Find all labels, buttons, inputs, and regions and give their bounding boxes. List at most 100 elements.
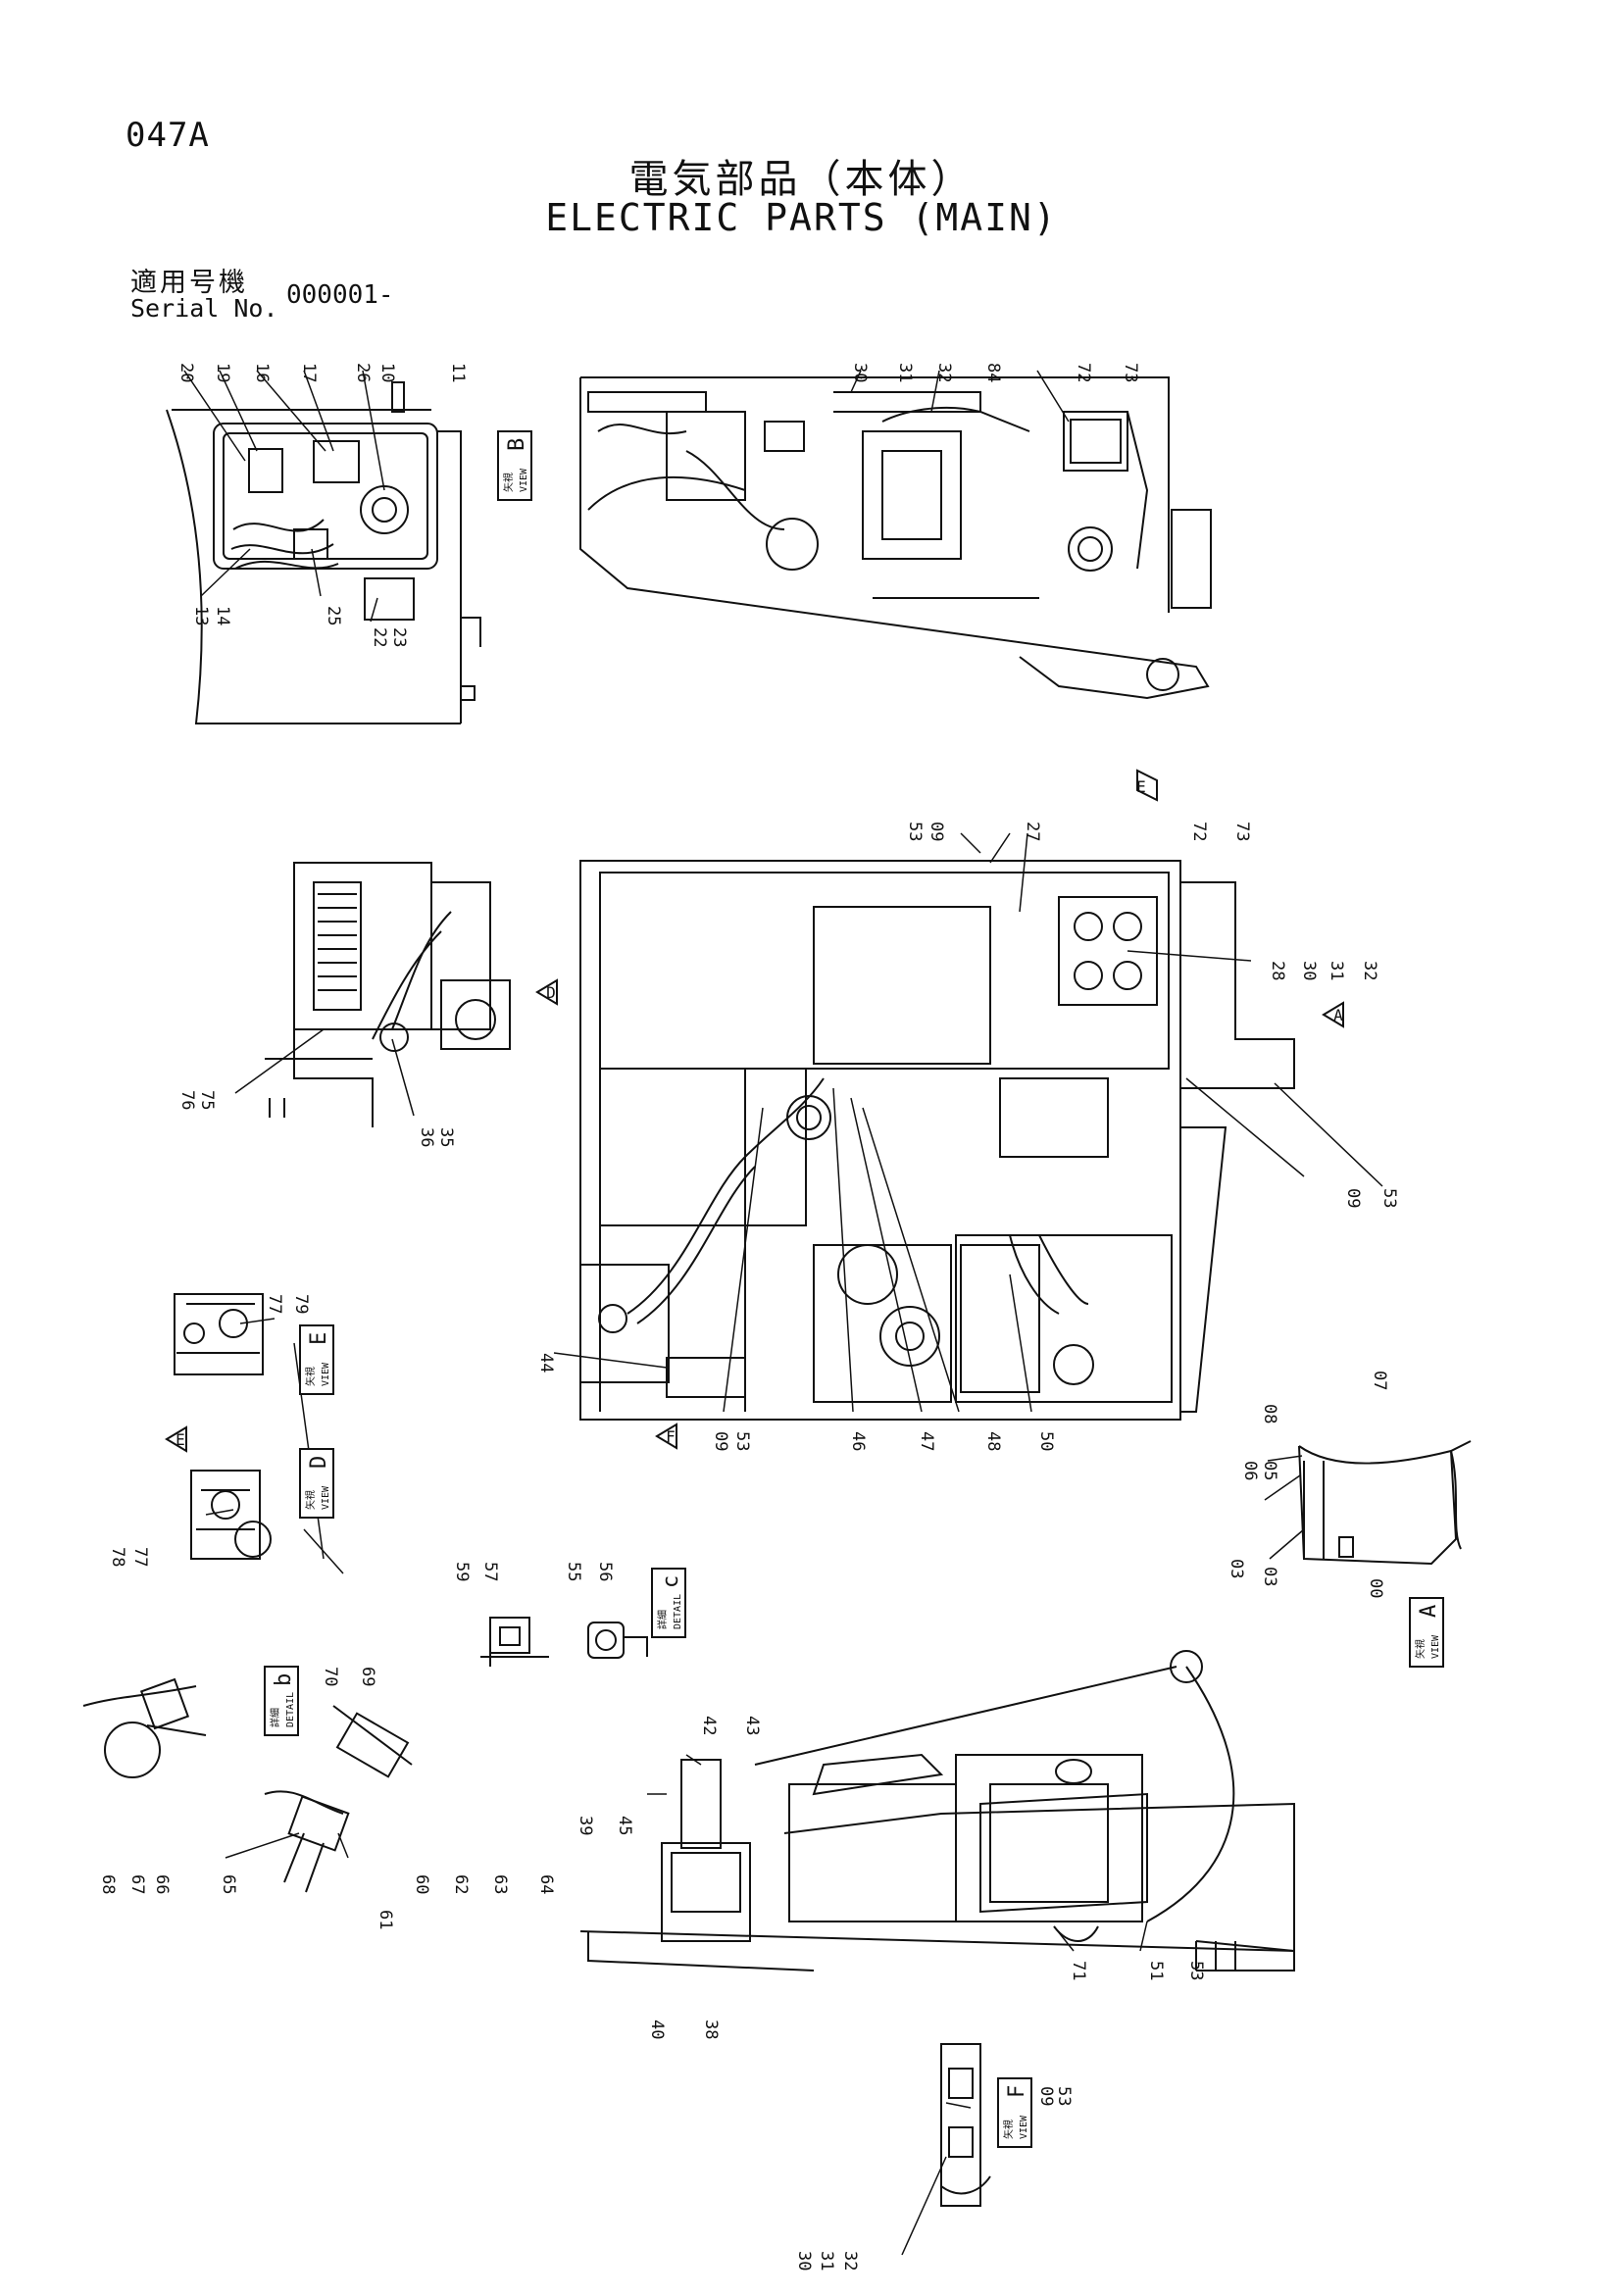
part-callout: 77: [265, 1294, 284, 1314]
view-arrow-a-label: A: [1333, 1006, 1343, 1024]
view-tag-jp: 矢視: [1414, 1639, 1427, 1659]
view-tag-letter: E: [307, 1332, 331, 1345]
view-arrows: E D A F E: [165, 769, 1344, 1453]
part-callout: 75: [197, 1090, 217, 1110]
view-arrow-d-label: D: [546, 983, 556, 1002]
view-arrow-f: F: [655, 1423, 677, 1450]
part-callout: 38: [701, 2020, 721, 2039]
part-callout: 32: [840, 2251, 860, 2271]
part-callout: 40: [647, 2020, 667, 2039]
view-d-drawing: [190, 1470, 272, 1560]
view-arrow-d: D: [535, 978, 558, 1006]
view-arrow-e-2: E: [165, 1425, 187, 1453]
view-tag-word: VIEW: [321, 1485, 331, 1510]
part-callout: 32: [934, 363, 954, 382]
top-side-view-drawing: [579, 376, 1212, 700]
bottom-side-view-drawing: [579, 1650, 1295, 1972]
part-callout: 08: [1260, 1404, 1279, 1423]
engine-side-view-drawing: [265, 862, 511, 1127]
part-callout: 69: [358, 1667, 377, 1686]
part-callout: 57: [480, 1562, 500, 1581]
view-tag-jp: 詳細: [269, 1708, 281, 1727]
detail-c-drawing: [480, 1617, 648, 1667]
plan-view-drawing: [579, 860, 1295, 1421]
part-callout: 42: [699, 1716, 719, 1735]
part-callout: 11: [448, 363, 468, 382]
view-arrow-e: E: [1136, 769, 1158, 802]
part-callout: 53: [1054, 2086, 1074, 2106]
part-callout: 45: [615, 1816, 634, 1835]
part-callout: 28: [1268, 961, 1287, 980]
part-callout: 14: [213, 606, 232, 625]
part-callout: 73: [1121, 363, 1140, 382]
part-callout: 79: [291, 1294, 311, 1314]
view-tag-letter: b: [272, 1673, 296, 1686]
view-tag-word: VIEW: [519, 468, 529, 492]
part-callout: 09: [1343, 1188, 1363, 1208]
part-callout: 03: [1260, 1567, 1279, 1586]
part-callout: 30: [850, 363, 870, 382]
view-tag-letter: c: [659, 1575, 683, 1588]
part-callout: 77: [130, 1547, 150, 1567]
view-tag-word: DETAIL: [673, 1594, 683, 1629]
view-arrow-f-label: F: [666, 1427, 676, 1446]
part-callout: 53: [1379, 1188, 1399, 1208]
part-callout: 09: [711, 1431, 730, 1451]
part-callout: 13: [191, 606, 211, 625]
part-callout: 16: [252, 363, 272, 382]
serial-number: 000001-: [286, 280, 394, 310]
part-callout: 73: [1232, 822, 1252, 841]
view-tag-letter: D: [307, 1456, 331, 1469]
part-callout: 48: [983, 1431, 1003, 1451]
part-callout: 72: [1189, 822, 1209, 841]
view-tag-word: DETAIL: [285, 1692, 296, 1727]
part-callout: 66: [152, 1874, 172, 1894]
serial-label-en: Serial No.: [130, 294, 278, 323]
page-code: 047A: [125, 116, 210, 155]
page-title-jp: 電気部品（本体）: [628, 157, 975, 202]
view-tag-letter: F: [1005, 2085, 1029, 2098]
view-tag-jp: 矢視: [502, 473, 515, 492]
part-callout: 27: [1023, 822, 1042, 841]
view-b-drawing: [166, 381, 481, 724]
part-callout: 56: [595, 1562, 615, 1581]
part-callout: 46: [848, 1431, 868, 1451]
part-callout: 70: [321, 1667, 340, 1686]
part-callout: 62: [451, 1874, 471, 1894]
part-callout: 30: [1299, 961, 1319, 980]
part-callout: 44: [536, 1353, 556, 1373]
part-callout: 64: [536, 1874, 556, 1894]
leader-lines: [183, 370, 1383, 2256]
part-callout: 06: [1240, 1461, 1260, 1480]
part-callout: 47: [917, 1431, 936, 1451]
part-callout: 39: [576, 1816, 595, 1835]
part-callout: 43: [742, 1716, 762, 1735]
part-callout: 30: [794, 2251, 814, 2271]
part-callout: 19: [213, 363, 232, 382]
part-callout: 60: [412, 1874, 431, 1894]
part-callout: 32: [1360, 961, 1379, 980]
view-tag-jp: 矢視: [304, 1367, 317, 1386]
part-callout: 25: [324, 606, 343, 625]
part-callout: 84: [983, 363, 1003, 382]
view-f-drawing: [940, 2043, 991, 2207]
page-title-en: ELECTRIC PARTS (MAIN): [545, 196, 1058, 239]
part-callout: 26: [353, 363, 373, 382]
part-callout: 22: [370, 627, 389, 647]
view-tag-word: VIEW: [321, 1362, 331, 1386]
part-callout: 76: [177, 1090, 197, 1110]
view-e-drawing: [174, 1293, 264, 1375]
part-callout: 50: [1036, 1431, 1056, 1451]
part-callout: 61: [376, 1910, 395, 1929]
part-callout: 03: [1227, 1559, 1246, 1578]
part-callout: 05: [1260, 1461, 1279, 1480]
part-callout: 23: [389, 627, 409, 647]
view-tag-jp: 詳細: [656, 1610, 669, 1629]
part-callout: 55: [564, 1562, 583, 1581]
part-callout: 31: [1327, 961, 1346, 980]
